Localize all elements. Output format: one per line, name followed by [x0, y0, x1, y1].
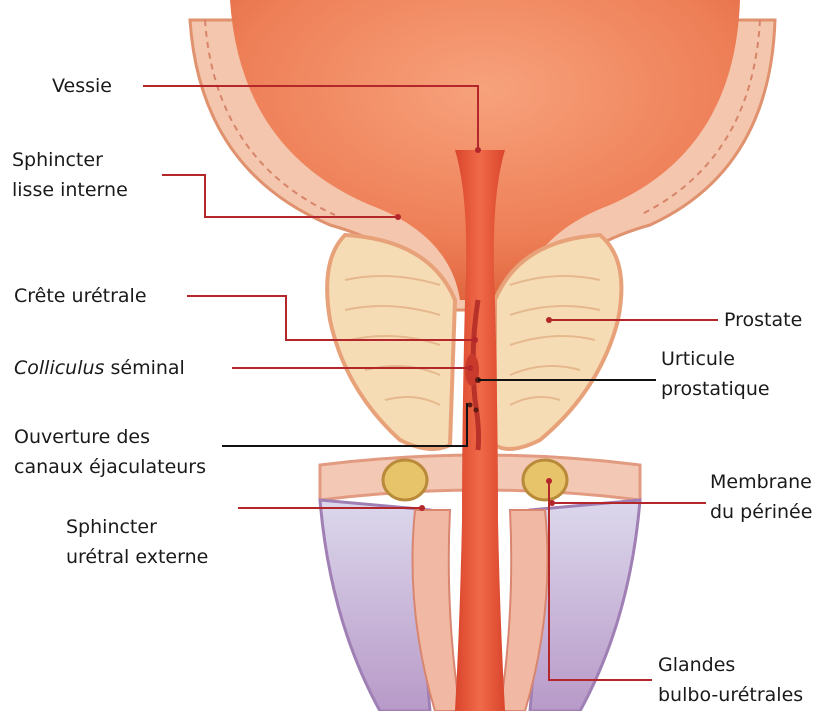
ejaculatory-duct-opening [474, 408, 479, 413]
label-colliculus-rest: séminal [104, 357, 184, 379]
label-sphincter-uretral-externe: Sphincter urétral externe [66, 512, 208, 572]
leader-dot [475, 147, 481, 153]
label-prostate: Prostate [724, 305, 802, 335]
label-vessie: Vessie [52, 71, 112, 101]
leader-dot [549, 500, 555, 506]
bulbourethral-gland-left [383, 460, 427, 500]
label-colliculus-italic: Colliculus [14, 357, 104, 379]
label-urticule-prostatique: Urticule prostatique [661, 344, 770, 404]
ejaculatory-duct-opening [468, 403, 473, 408]
leader-dot [472, 337, 478, 343]
label-colliculus-seminal: Colliculus séminal [14, 353, 185, 383]
leader-dot [546, 478, 552, 484]
label-membrane-perinee: Membrane du périnée [710, 467, 812, 527]
label-ouverture-canaux: Ouverture des canaux éjaculateurs [14, 422, 206, 482]
prostate-right-lobe [495, 235, 621, 449]
leader-dot [419, 505, 425, 511]
leader-dot [546, 317, 552, 323]
bulbourethral-gland-right [523, 460, 567, 500]
leader-dot [395, 214, 401, 220]
label-sphincter-lisse-interne: Sphincter lisse interne [12, 145, 128, 205]
label-glandes-bulbo-uretrales: Glandes bulbo-urétrales [658, 650, 803, 710]
label-crete-uretrale: Crête urétrale [14, 281, 147, 311]
leader-dot [467, 365, 473, 371]
